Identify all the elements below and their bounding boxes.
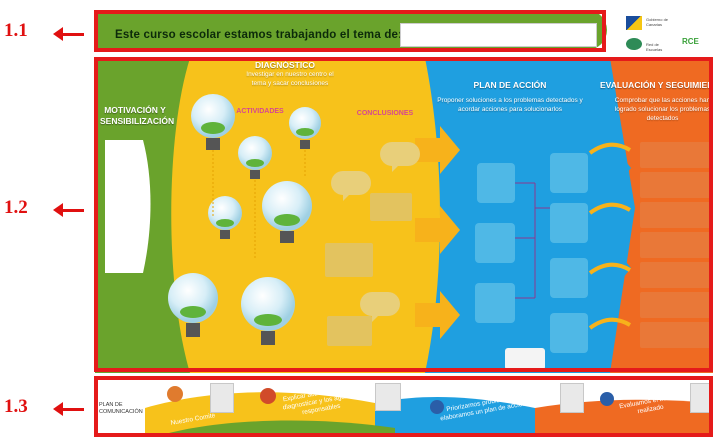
red-escuelas-logo bbox=[626, 38, 642, 50]
speech-rect-3 bbox=[327, 316, 372, 346]
rce-logo: RCE bbox=[682, 37, 699, 46]
logo-group: Gobierno de Canarias Red de Escuelas RCE bbox=[620, 12, 710, 54]
eval-bar-4 bbox=[640, 232, 712, 258]
action-box-2 bbox=[475, 223, 515, 263]
mascot-icon-4 bbox=[600, 392, 614, 406]
section-label-1-3: 1.3 bbox=[4, 396, 28, 417]
action-box-5 bbox=[550, 203, 588, 243]
box-icon-3 bbox=[560, 383, 584, 413]
mascot-icon-3 bbox=[430, 400, 444, 414]
col-evaluacion-title: EVALUACIÓN Y SEGUIMIENTO bbox=[600, 80, 713, 90]
eval-bar-6 bbox=[640, 292, 712, 318]
bulb-6 bbox=[168, 273, 218, 337]
speech-bubble-1 bbox=[380, 142, 420, 172]
eval-bar-5 bbox=[640, 262, 712, 288]
box-icon-2 bbox=[375, 383, 401, 411]
mascot-icon-2 bbox=[260, 388, 276, 404]
section-outline-1-2 bbox=[94, 57, 713, 372]
eval-bar-1 bbox=[640, 142, 712, 168]
strip-label: PLAN DE COMUNICACIÓN bbox=[99, 402, 143, 415]
col-motivacion-title: MOTIVACIÓN Y SENSIBILIZACIÓN bbox=[100, 105, 175, 126]
col-diagnostico-sub: Investigar en nuestro centro el tema y s… bbox=[246, 71, 334, 87]
section-outline-1-3 bbox=[94, 376, 713, 437]
conclusiones-label: CONCLUSIONES bbox=[356, 110, 414, 117]
col-diagnostico-title: DIAGNÓSTICO bbox=[255, 60, 315, 70]
col-evaluacion-sub: Comprobar que las acciones han logrado s… bbox=[614, 97, 711, 122]
eval-bar-2 bbox=[640, 172, 712, 198]
speech-bubble-2 bbox=[331, 171, 371, 201]
mascot-icon-1 bbox=[167, 386, 183, 402]
section-outline-1-1 bbox=[94, 10, 606, 52]
poster-main: MOTIVACIÓN Y SENSIBILIZACIÓN DIAGNÓSTICO… bbox=[95, 58, 713, 373]
bulb-2 bbox=[289, 107, 321, 149]
speech-rect-2 bbox=[325, 243, 373, 277]
bulb-1 bbox=[191, 94, 235, 150]
speech-rect-1 bbox=[370, 193, 412, 221]
eval-bar-3 bbox=[640, 202, 712, 228]
bulbs-layer bbox=[168, 94, 321, 345]
action-box-4 bbox=[550, 153, 588, 193]
bulb-3 bbox=[238, 136, 272, 179]
communication-strip: PLAN DE COMUNICACIÓN Nuestro Comité Expl… bbox=[95, 378, 713, 437]
canarias-logo bbox=[626, 16, 642, 30]
col-plan-title: PLAN DE ACCIÓN bbox=[473, 80, 547, 90]
paper-cup bbox=[505, 348, 545, 370]
actividades-label: ACTIVIDADES bbox=[236, 108, 284, 115]
logo1-text: Gobierno de Canarias bbox=[646, 17, 669, 27]
eval-bar-7 bbox=[640, 322, 712, 348]
action-box-3 bbox=[475, 283, 515, 323]
header-prompt: Este curso escolar estamos trabajando el… bbox=[115, 29, 403, 41]
arrow-1-3 bbox=[53, 402, 84, 416]
bulb-4 bbox=[208, 196, 242, 239]
action-box-6 bbox=[550, 258, 588, 298]
speech-bubble-3 bbox=[360, 292, 400, 322]
action-box-1 bbox=[477, 163, 515, 203]
arrow-1-1 bbox=[53, 27, 84, 41]
topic-input[interactable] bbox=[400, 23, 597, 47]
box-icon-1 bbox=[210, 383, 234, 413]
section-label-1-1: 1.1 bbox=[4, 20, 28, 41]
logo2-text: Red de Escuelas bbox=[646, 42, 663, 52]
bulb-7 bbox=[241, 277, 295, 345]
bulb-5 bbox=[262, 181, 312, 243]
action-box-7 bbox=[550, 313, 588, 353]
section-label-1-2: 1.2 bbox=[4, 197, 28, 218]
col-plan-sub: Proponer soluciones a los problemas dete… bbox=[437, 97, 583, 113]
arrow-1-2 bbox=[53, 203, 84, 217]
